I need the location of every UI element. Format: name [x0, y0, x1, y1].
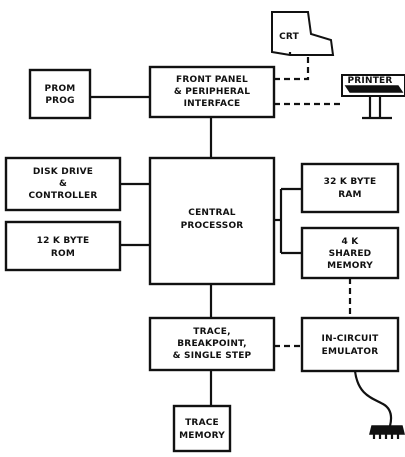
svg-text:TRACE: TRACE: [185, 418, 219, 428]
svg-text:CENTRAL: CENTRAL: [188, 208, 236, 218]
svg-text:TRACE,: TRACE,: [193, 327, 230, 337]
svg-text:12 K BYTE: 12 K BYTE: [37, 236, 90, 246]
printer-icon: PRINTER: [342, 75, 405, 118]
svg-text:MEMORY: MEMORY: [327, 261, 373, 271]
svg-text:& PERIPHERAL: & PERIPHERAL: [174, 87, 250, 97]
trace-breakpoint-block: TRACE, BREAKPOINT, & SINGLE STEP: [150, 318, 274, 370]
svg-text:BREAKPOINT,: BREAKPOINT,: [177, 339, 246, 349]
central-processor-block: CENTRAL PROCESSOR: [150, 158, 274, 284]
rom-block: 12 K BYTE ROM: [6, 222, 120, 270]
svg-text:& SINGLE STEP: & SINGLE STEP: [173, 351, 252, 361]
svg-text:PROM: PROM: [45, 84, 76, 94]
link-frontpanel-crt: [274, 54, 308, 79]
crt-terminal-icon: CRT: [272, 12, 333, 55]
crt-label: CRT: [279, 32, 300, 42]
ram-block: 32 K BYTE RAM: [302, 164, 398, 212]
svg-text:DISK DRIVE: DISK DRIVE: [33, 167, 93, 177]
disk-drive-controller-block: DISK DRIVE & CONTROLLER: [6, 158, 120, 210]
svg-text:PROCESSOR: PROCESSOR: [181, 221, 244, 231]
emulator-probe-cable: [355, 371, 391, 426]
shared-memory-block: 4 K SHARED MEMORY: [302, 228, 398, 278]
svg-text:PROG: PROG: [45, 96, 74, 106]
trace-memory-block: TRACE MEMORY: [174, 406, 230, 451]
svg-text:32 K BYTE: 32 K BYTE: [324, 177, 377, 187]
svg-text:&: &: [59, 179, 67, 189]
printer-label: PRINTER: [347, 76, 392, 86]
prom-prog-block: PROM PROG: [30, 70, 90, 118]
printer-platen: [346, 86, 402, 92]
front-panel-interface-block: FRONT PANEL & PERIPHERAL INTERFACE: [150, 67, 274, 117]
probe-pod-icon: [370, 426, 404, 439]
in-circuit-emulator-block: IN-CIRCUIT EMULATOR: [302, 318, 398, 371]
svg-text:EMULATOR: EMULATOR: [322, 347, 379, 357]
svg-text:IN-CIRCUIT: IN-CIRCUIT: [322, 334, 380, 344]
svg-text:CONTROLLER: CONTROLLER: [28, 191, 97, 201]
svg-text:MEMORY: MEMORY: [179, 431, 225, 441]
svg-text:INTERFACE: INTERFACE: [184, 99, 241, 109]
svg-text:RAM: RAM: [338, 190, 361, 200]
svg-text:FRONT PANEL: FRONT PANEL: [176, 75, 248, 85]
svg-text:ROM: ROM: [51, 249, 75, 259]
svg-text:SHARED: SHARED: [329, 249, 372, 259]
svg-text:4 K: 4 K: [342, 237, 360, 247]
